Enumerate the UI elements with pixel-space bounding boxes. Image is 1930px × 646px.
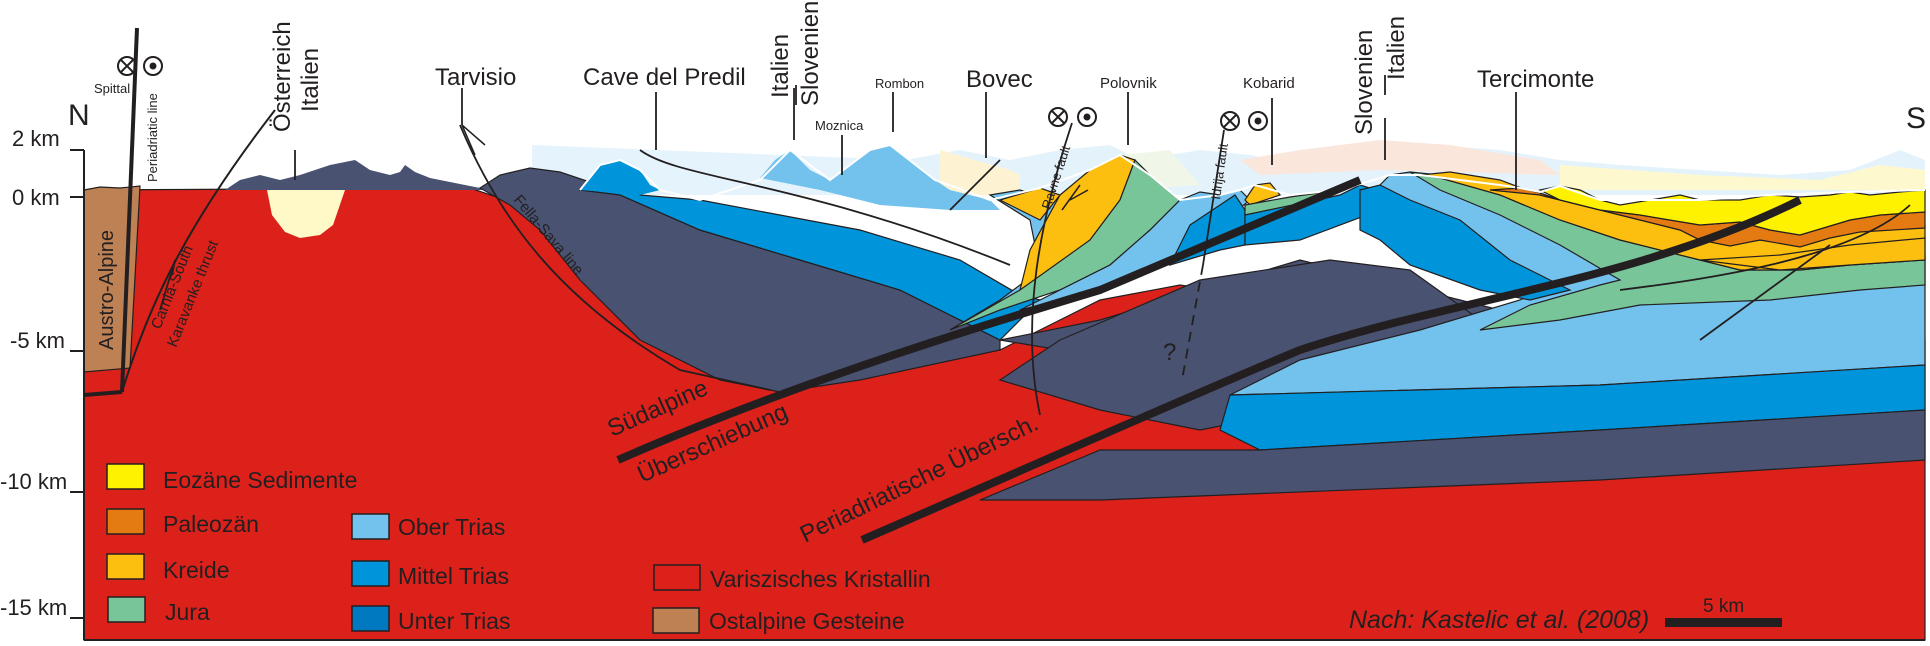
legend-label-kreide: Kreide — [163, 557, 229, 583]
legend-swatch-eozaen — [106, 463, 145, 490]
tick-minus15km: -15 km — [0, 595, 67, 620]
legend-label-eozaen: Eozäne Sedimente — [163, 467, 357, 493]
source-citation: Nach: Kastelic et al. (2008) — [1349, 606, 1649, 634]
quaternary-basin — [267, 190, 345, 238]
leader-lines — [294, 75, 1517, 190]
mittel-trias-south — [1359, 184, 1572, 301]
north-label: N — [68, 99, 90, 132]
idrija-motion-symbols — [1220, 111, 1268, 131]
periadriatic-line — [120, 27, 139, 393]
border-3-upper: Slovenien — [1351, 30, 1378, 135]
bovec-line — [949, 159, 1001, 211]
fault-lines — [83, 27, 1911, 544]
border-3-lower: Italien — [1383, 16, 1410, 80]
legend-item-jura: Jura — [107, 596, 210, 625]
slate-topo-left — [225, 160, 490, 190]
eozaen-south — [1538, 185, 1926, 236]
tarvisio-arrow — [461, 124, 486, 156]
tick-2km: 2 km — [12, 126, 60, 151]
fella-sava-line — [459, 124, 771, 391]
legend-item-variszisches: Variszisches Kristallin — [653, 564, 931, 592]
place-tarvisio: Tarvisio — [435, 64, 516, 91]
legend-swatch-unter-trias — [351, 605, 390, 632]
cave-del-predil-line — [639, 149, 1011, 266]
legend-swatch-ostalpine — [652, 607, 700, 634]
border-1-upper: Österreich — [269, 21, 296, 132]
ober-trias-peaks — [760, 145, 1000, 210]
place-moznica: Moznica — [815, 118, 864, 133]
legend-label-variszisches: Variszisches Kristallin — [710, 566, 931, 592]
legend-swatch-kreide — [106, 553, 145, 580]
depth-axis — [70, 149, 1925, 641]
place-tercimonte: Tercimonte — [1477, 66, 1594, 93]
legend-label-ober-trias: Ober Trias — [398, 514, 505, 540]
south-label: S — [1906, 102, 1926, 135]
legend-item-paleozaen: Paleozän — [106, 508, 259, 537]
legend-item-unter-trias: Unter Trias — [351, 605, 510, 634]
border-2-upper: Italien — [767, 34, 794, 98]
depth-axis-labels: 2 km 0 km -5 km -10 km -15 km — [0, 126, 67, 620]
carnia-arrow — [159, 259, 176, 311]
mittel-trias-peak-left — [580, 160, 660, 195]
tick-minus10km: -10 km — [0, 469, 67, 494]
legend-swatch-jura — [107, 596, 146, 623]
legend-swatch-ober-trias — [351, 513, 390, 540]
border-1-lower: Italien — [297, 48, 324, 112]
legend-item-kreide: Kreide — [106, 553, 229, 583]
label-periadriatic-line: Periadriatic line — [145, 93, 160, 182]
idrija-fault — [1202, 129, 1225, 266]
legend-swatch-variszisches — [653, 564, 701, 591]
ravne-arrow — [1061, 184, 1089, 211]
carnia-thrust-line — [121, 109, 276, 393]
legend-item-mittel-trias: Mittel Trias — [351, 560, 509, 589]
tick-0km: 0 km — [12, 185, 60, 210]
legend-item-ostalpine: Ostalpine Gesteine — [652, 607, 905, 634]
place-polovnik: Polovnik — [1100, 75, 1157, 92]
slate-deep — [979, 409, 1926, 501]
legend-item-eozaen: Eozäne Sedimente — [106, 463, 357, 493]
label-austro-alpine: Austro-Alpine — [96, 230, 118, 350]
idrija-fault-dashed — [1181, 264, 1204, 381]
topographic-surface — [579, 143, 1926, 202]
legend-label-mittel-trias: Mittel Trias — [398, 563, 509, 589]
legend-item-ober-trias: Ober Trias — [351, 513, 505, 540]
place-bovec: Bovec — [966, 66, 1033, 93]
place-rombon: Rombon — [875, 76, 924, 91]
border-2-lower: Slovenien — [797, 1, 824, 106]
place-spittal: Spittal — [94, 81, 130, 96]
place-kobarid: Kobarid — [1243, 75, 1295, 92]
suedalpine-thrust — [616, 176, 1362, 464]
legend-label-ostalpine: Ostalpine Gesteine — [709, 608, 905, 634]
periadriatic-base — [83, 390, 123, 397]
legend-label-jura: Jura — [165, 599, 210, 625]
label-question-mark: ? — [1163, 339, 1176, 366]
legend-label-paleozaen: Paleozän — [163, 511, 259, 537]
legend-swatch-paleozaen — [106, 508, 145, 535]
legend-label-unter-trias: Unter Trias — [398, 608, 510, 634]
ravne-fault — [1031, 122, 1073, 416]
south-thrust-2 — [1699, 244, 1831, 341]
scale-bar — [1665, 618, 1782, 627]
ravne-motion-symbols — [1048, 107, 1097, 127]
legend-swatch-mittel-trias — [351, 560, 390, 587]
motion-symbols — [117, 56, 1268, 131]
tick-minus5km: -5 km — [10, 328, 65, 353]
spittal-motion-symbols — [117, 56, 163, 76]
place-cave-del-predil: Cave del Predil — [583, 64, 746, 91]
scale-bar-label: 5 km — [1703, 596, 1744, 617]
south-thrust-1 — [1619, 204, 1911, 291]
periadriatische-thrust — [860, 196, 1802, 544]
legend: Eozäne Sedimente Paleozän Kreide Jura Ob… — [106, 463, 931, 634]
